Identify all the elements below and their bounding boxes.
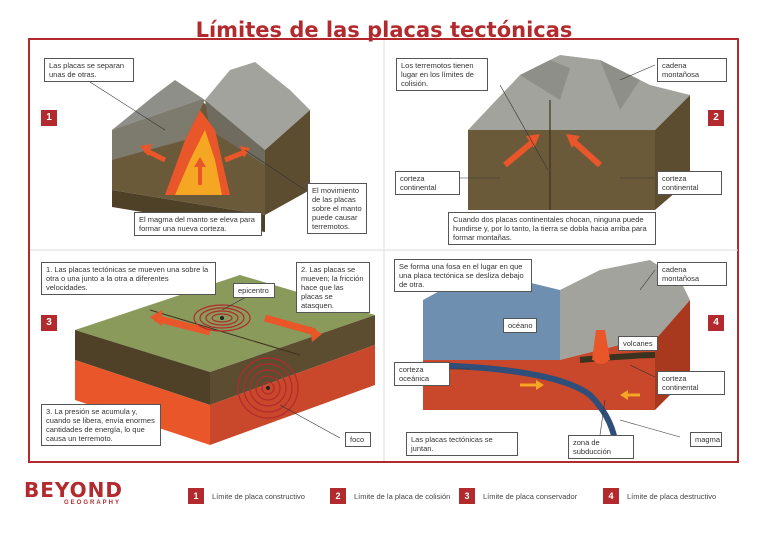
legend-number-4: 4 <box>603 488 619 504</box>
legend-number-2: 2 <box>330 488 346 504</box>
legend-number-1: 1 <box>188 488 204 504</box>
legend-item-1: 1 Límite de placa constructivo <box>188 486 305 506</box>
panel-3-label-move: 1. Las placas tectónicas se mueven una s… <box>41 262 216 295</box>
panel-2-label-earthquakes: Los terremotos tienen lugar en los límit… <box>396 58 488 91</box>
panel-3-label-pressure: 3. La presión se acumula y, cuando se li… <box>41 404 161 446</box>
panel-4-label-range: cadena montañosa <box>657 262 727 286</box>
panel-3-label-friction: 2. Las placas se mueven; la fricción hac… <box>296 262 370 313</box>
panel-4-label-subduction: zona de subducción <box>568 435 634 459</box>
brand-logo: BEYOND GEOGRAPHY <box>24 478 123 506</box>
panel-2-label-crust-left: corteza continental <box>395 171 460 195</box>
panel-2-label-collision: Cuando dos placas continentales chocan, … <box>448 212 656 245</box>
leader-lines <box>89 64 681 439</box>
panel-2-label-crust-right: corteza continental <box>657 171 722 195</box>
panel-3-label-epicentre: epicentro <box>233 283 275 298</box>
legend-text-4: Límite de placa destructivo <box>627 491 717 501</box>
panel-2-label-range: cadena montañosa <box>657 58 727 82</box>
legend-text-3: Límite de placa conservador <box>483 491 578 501</box>
panel-4-label-ocean: océano <box>503 318 537 333</box>
panel-1-number: 1 <box>41 110 57 126</box>
legend-number-3: 3 <box>459 488 475 504</box>
panel-4-label-continental-crust: corteza continental <box>657 371 725 395</box>
logo-word: BEYOND <box>24 478 124 502</box>
panel-3-number: 3 <box>41 315 57 331</box>
panel-1-label-magma: El magma del manto se eleva para formar … <box>134 212 262 236</box>
panel-1-scene <box>112 62 310 232</box>
legend-item-4: 4 Límite de placa destructivo <box>603 486 716 506</box>
panel-4-label-oceanic-crust: corteza oceánica <box>394 362 450 386</box>
logo-sub: GEOGRAPHY <box>64 500 122 506</box>
panel-3-label-focus: foco <box>345 432 371 447</box>
panel-4-scene <box>422 260 690 441</box>
panel-4-label-magma: magma <box>690 432 722 447</box>
panel-4-label-join: Las placas tectónicas se juntan. <box>406 432 518 456</box>
legend-text-2: Límite de la placa de colisión <box>354 491 451 501</box>
legend-item-3: 3 Límite de placa conservador <box>459 486 577 506</box>
panel-1-label-movement: El movimiento de las placas sobre el man… <box>307 183 367 234</box>
panel-2-number: 2 <box>708 110 724 126</box>
panel-4-number: 4 <box>708 315 724 331</box>
legend-text-1: Límite de placa constructivo <box>212 491 305 501</box>
panel-4-label-trench: Se forma una fosa en el lugar en que una… <box>394 259 532 292</box>
legend-item-2: 2 Límite de la placa de colisión <box>330 486 450 506</box>
panel-1-label-separate: Las placas se separan unas de otras. <box>44 58 134 82</box>
panel-4-label-volcanoes: volcanes <box>618 336 658 351</box>
